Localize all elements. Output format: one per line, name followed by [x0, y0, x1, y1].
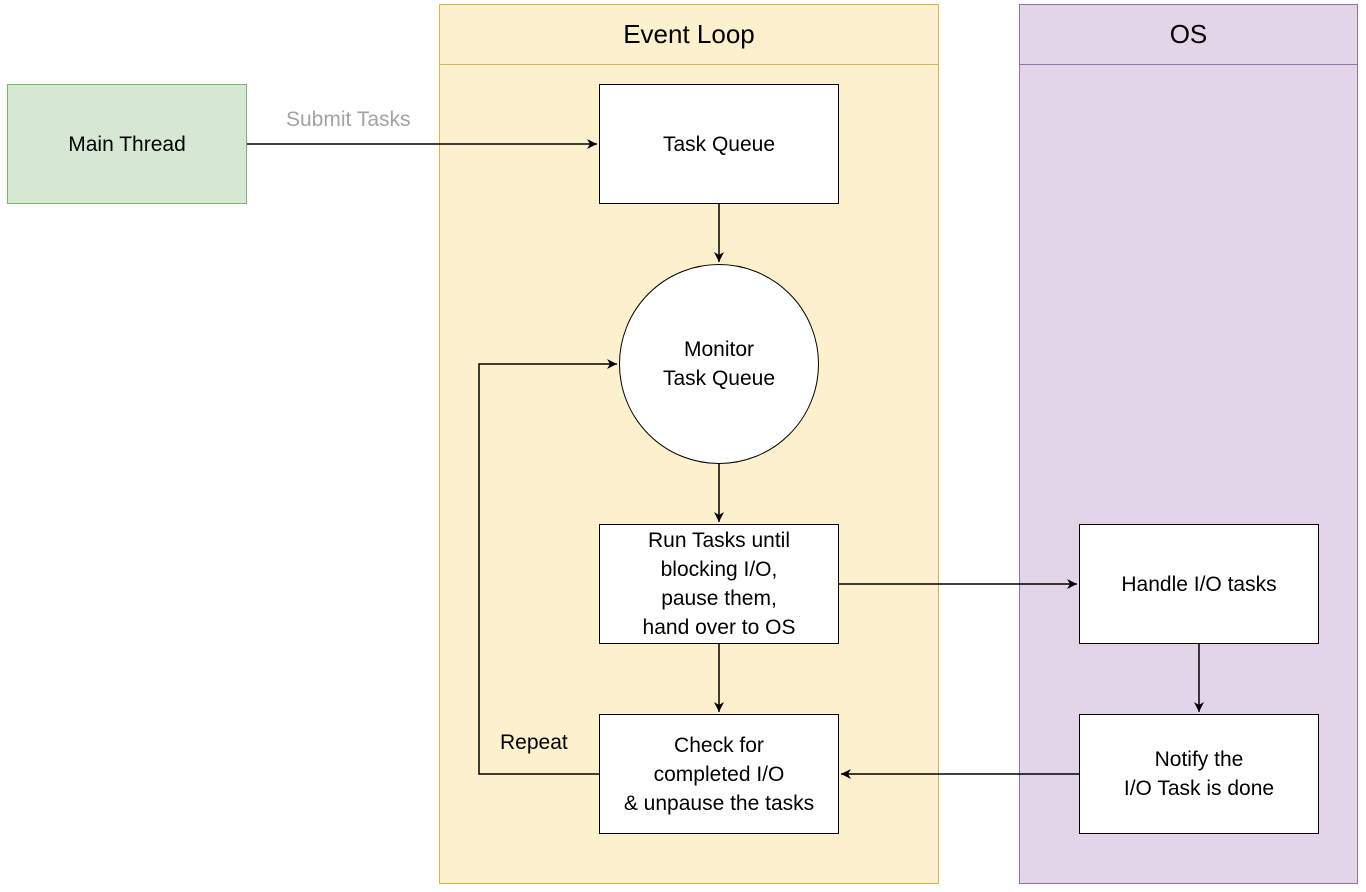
monitor-task-queue-node: Monitor Task Queue — [619, 264, 819, 464]
check-completed-io-node: Check for completed I/O & unpause the ta… — [599, 714, 839, 834]
submit-tasks-label: Submit Tasks — [286, 108, 411, 131]
main-thread-node: Main Thread — [7, 84, 247, 204]
event-loop-lane-title: Event Loop — [440, 5, 938, 65]
task-queue-node: Task Queue — [599, 84, 839, 204]
notify-io-done-node: Notify the I/O Task is done — [1079, 714, 1319, 834]
run-tasks-node: Run Tasks until blocking I/O, pause them… — [599, 524, 839, 644]
os-lane-title: OS — [1020, 5, 1357, 65]
edge-repeat-loop — [478, 359, 617, 775]
handle-io-tasks-node: Handle I/O tasks — [1079, 524, 1319, 644]
repeat-label: Repeat — [500, 731, 568, 754]
